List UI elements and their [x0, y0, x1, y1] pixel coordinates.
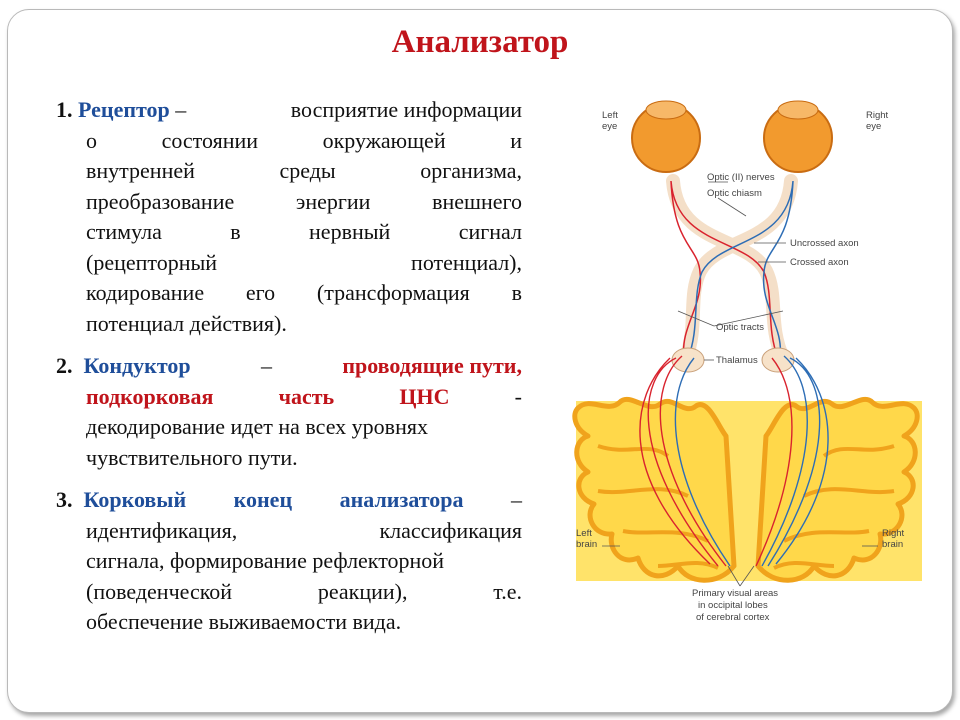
leader-lines	[602, 181, 878, 587]
label-primary-1: Primary visual areas	[692, 588, 778, 599]
item1-line8: потенциал действия).	[86, 310, 287, 336]
label-left-eye-2: eye	[602, 121, 617, 132]
item2-line1: 2. Кондуктор – проводящие пути,	[56, 351, 522, 382]
item3-line5: обеспечение выживаемости вида.	[86, 609, 402, 634]
label-right-brain-1: Right	[882, 528, 905, 539]
item3-line1: 3. Корковый конец анализатора –	[56, 487, 522, 512]
label-left-brain-2: brain	[576, 539, 597, 550]
label-optic-chiasm: Optic chiasm	[707, 188, 762, 199]
item1-line1: 1. Рецептор – восприятие информации	[56, 95, 522, 126]
slide-title: Анализатор	[391, 24, 569, 60]
left-radiation	[639, 355, 727, 567]
label-primary-2: in occipital lobes	[698, 600, 768, 611]
blue-axon-right	[687, 180, 794, 359]
right-radiation	[761, 355, 829, 567]
right-thalamus	[761, 347, 795, 373]
item2-number: 2.	[56, 353, 73, 378]
item1-dash: –	[175, 97, 187, 122]
left-cortex-folds	[597, 444, 719, 570]
item3-number: 3.	[56, 487, 73, 512]
left-eye-cornea	[645, 100, 687, 120]
item1-term: Рецептор	[78, 97, 170, 122]
right-optic-tract	[679, 174, 798, 365]
label-right-eye-2: eye	[866, 121, 881, 132]
right-radiation-red	[755, 357, 793, 567]
label-left-eye-1: Left	[602, 110, 618, 121]
red-axon-left	[670, 180, 779, 359]
right-eye-cornea	[777, 100, 819, 120]
item2-line3: декодирование идет на всех уровнях	[86, 414, 428, 439]
label-right-eye-1: Right	[866, 110, 889, 121]
list-item-cortex: 3. Корковый конец анализатора – идентифи…	[56, 485, 522, 638]
label-primary-3: of cerebral cortex	[696, 612, 770, 623]
label-thalamus: Thalamus	[716, 355, 758, 366]
label-right-brain-2: brain	[882, 539, 903, 550]
list-item-conductor: 2. Кондуктор – проводящие пути, подкорко…	[56, 351, 522, 473]
label-left-brain-1: Left	[576, 528, 592, 539]
label-optic-nerves: Optic (II) nerves	[707, 172, 775, 183]
item2-term: Кондуктор	[83, 353, 191, 378]
item1-number: 1.	[56, 97, 73, 122]
left-thalamus	[671, 347, 705, 373]
left-radiation-blue	[674, 357, 731, 567]
visual-pathway-diagram: Left eye Right eye Optic (II) nerves Opt…	[572, 100, 922, 623]
item3-line2: идентификация,классификация	[86, 517, 522, 543]
item2-line4: чувствительного пути.	[86, 444, 298, 470]
label-uncrossed-axon: Uncrossed axon	[790, 238, 859, 249]
item2-red1: проводящие пути,	[342, 353, 522, 378]
item2-dash: –	[260, 353, 272, 378]
item1-line1-rest: восприятие информации	[290, 97, 522, 122]
item3-line3: сигнала, формирование рефлекторной	[86, 548, 445, 573]
label-optic-tracts: Optic tracts	[716, 322, 764, 333]
visual-pathway-figure: Left eye Right eye Optic (II) nerves Opt…	[568, 96, 922, 630]
label-crossed-axon: Crossed axon	[790, 257, 849, 268]
right-cortex-folds	[773, 444, 895, 570]
